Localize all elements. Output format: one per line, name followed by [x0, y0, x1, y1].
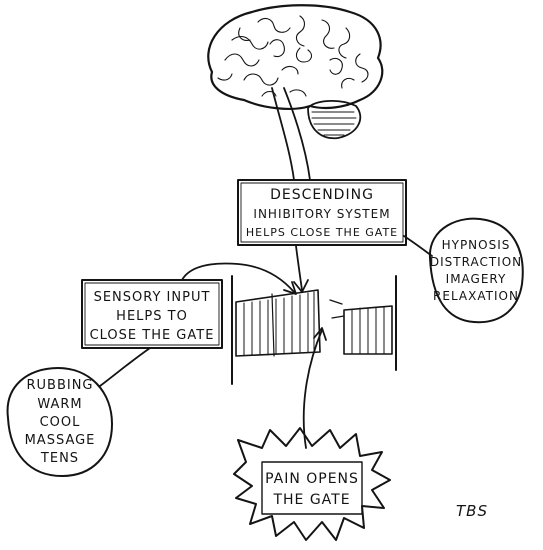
gate-illustration [231, 275, 397, 385]
sensory-line-1: SENSORY INPUT [94, 290, 211, 305]
pain-burst: PAIN OPENS THE GATE [233, 427, 391, 541]
connector-line-left [99, 347, 151, 387]
cognitive-item-2: DISTRACTION [430, 255, 522, 269]
pain-line-1: PAIN OPENS [265, 471, 359, 487]
sensory-line-2: HELPS TO [116, 309, 188, 324]
physical-item-2: WARM [37, 397, 82, 412]
physical-item-3: COOL [40, 415, 81, 430]
physical-item-5: TENS [40, 451, 79, 466]
sensory-input-box: SENSORY INPUT HELPS TO CLOSE THE GATE [81, 279, 223, 349]
arrow-pain-head [313, 327, 327, 341]
physical-item-1: RUBBING [26, 378, 93, 393]
cognitive-item-4: RELAXATION [433, 289, 519, 303]
cognitive-item-1: HYPNOSIS [442, 238, 511, 252]
cognitive-methods-bubble: HYPNOSIS DISTRACTION IMAGERY RELAXATION [428, 217, 524, 324]
descending-line-2: INHIBITORY SYSTEM [253, 207, 390, 221]
physical-item-4: MASSAGE [25, 433, 96, 448]
arrow-sensory-head [283, 281, 297, 295]
descending-line-3: HELPS CLOSE THE GATE [246, 226, 398, 239]
arrow-descending [295, 245, 303, 291]
brain-illustration [207, 4, 384, 181]
descending-inhibitory-box: DESCENDING INHIBITORY SYSTEM HELPS CLOSE… [237, 179, 407, 246]
artist-signature: TBS [456, 502, 488, 520]
sensory-line-3: CLOSE THE GATE [90, 328, 215, 343]
descending-line-1: DESCENDING [270, 187, 374, 203]
arrow-descending-head [293, 279, 309, 293]
physical-methods-bubble: RUBBING WARM COOL MASSAGE TENS [6, 367, 113, 477]
pain-line-2: THE GATE [272, 492, 350, 508]
arrow-sensory [181, 262, 295, 293]
cognitive-item-3: IMAGERY [446, 272, 507, 286]
connector-line-right [403, 235, 433, 257]
